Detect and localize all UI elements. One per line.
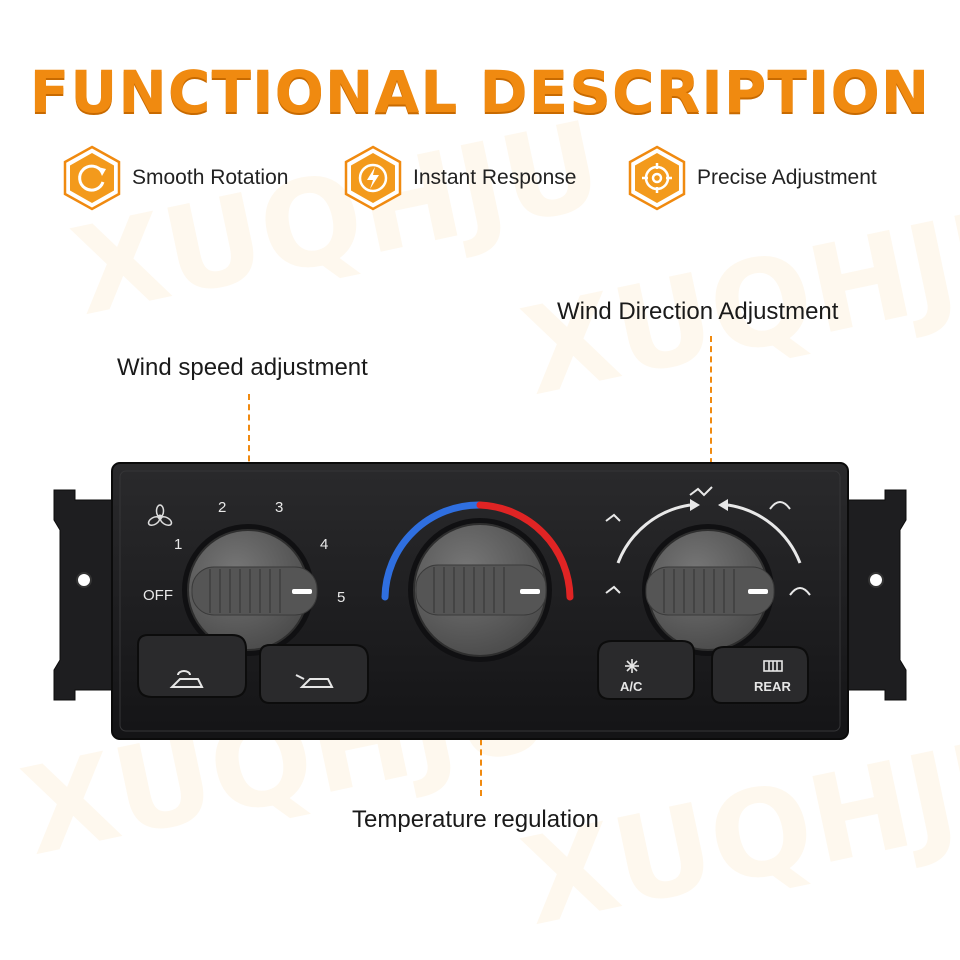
feature-label: Smooth Rotation: [132, 166, 289, 189]
leader-line-wind-direction: [710, 336, 712, 576]
right-mounting-bracket: [839, 489, 907, 701]
fan-mark-4: 4: [320, 536, 328, 553]
vent-bi-level-icon: [689, 486, 713, 497]
callout-wind-speed: Wind speed adjustment: [117, 354, 368, 381]
climate-control-panel: OFF 1 2 3 4 5: [53, 462, 907, 740]
vent-face-icon: [605, 513, 621, 522]
rotation-icon: [63, 145, 121, 211]
snowflake-icon: [625, 659, 639, 673]
feature-smooth-rotation: Smooth Rotation: [62, 145, 288, 211]
fan-mark-1: 1: [174, 536, 182, 553]
defrost-floor-icon: [769, 501, 791, 510]
fan-mark-off: OFF: [143, 587, 173, 604]
rear-label: REAR: [754, 679, 791, 694]
cold-arc: [381, 501, 484, 601]
rear-defrost-icon: [763, 660, 783, 672]
recirculation-car-icon: [169, 670, 204, 688]
feature-label: Instant Response: [413, 166, 577, 189]
left-mounting-bracket: [53, 489, 121, 701]
fan-mark-2: 2: [218, 499, 226, 516]
fan-speed-knob[interactable]: [182, 524, 318, 656]
defrost-icon: [789, 587, 811, 596]
feature-label: Precise Adjustment: [697, 166, 877, 189]
air-direction-knob[interactable]: [642, 524, 775, 656]
vent-floor-icon: [605, 585, 621, 594]
feature-precise-adjustment: Precise Adjustment: [627, 145, 877, 211]
lightning-icon: [344, 145, 402, 211]
mode-arc-left: [616, 503, 691, 564]
fan-mark-5: 5: [337, 589, 345, 606]
fan-icon: [147, 504, 173, 527]
callout-wind-direction: Wind Direction Adjustment: [557, 298, 839, 325]
outside-air-button[interactable]: [259, 644, 369, 704]
fan-mark-3: 3: [275, 499, 283, 516]
temperature-knob[interactable]: [408, 518, 552, 662]
rear-defrost-button[interactable]: REAR: [711, 646, 809, 704]
ac-label: A/C: [620, 679, 643, 694]
mode-arc-right: [727, 503, 802, 564]
target-icon: [628, 145, 686, 211]
recirculation-button[interactable]: [137, 634, 247, 698]
outside-air-car-icon: [295, 674, 334, 688]
ac-button[interactable]: A/C: [597, 640, 695, 700]
feature-instant-response: Instant Response: [343, 145, 576, 211]
callout-temperature: Temperature regulation: [352, 806, 599, 833]
hot-arc: [476, 501, 574, 601]
headline: FUNCTIONAL DESCRIPTION: [29, 58, 931, 126]
